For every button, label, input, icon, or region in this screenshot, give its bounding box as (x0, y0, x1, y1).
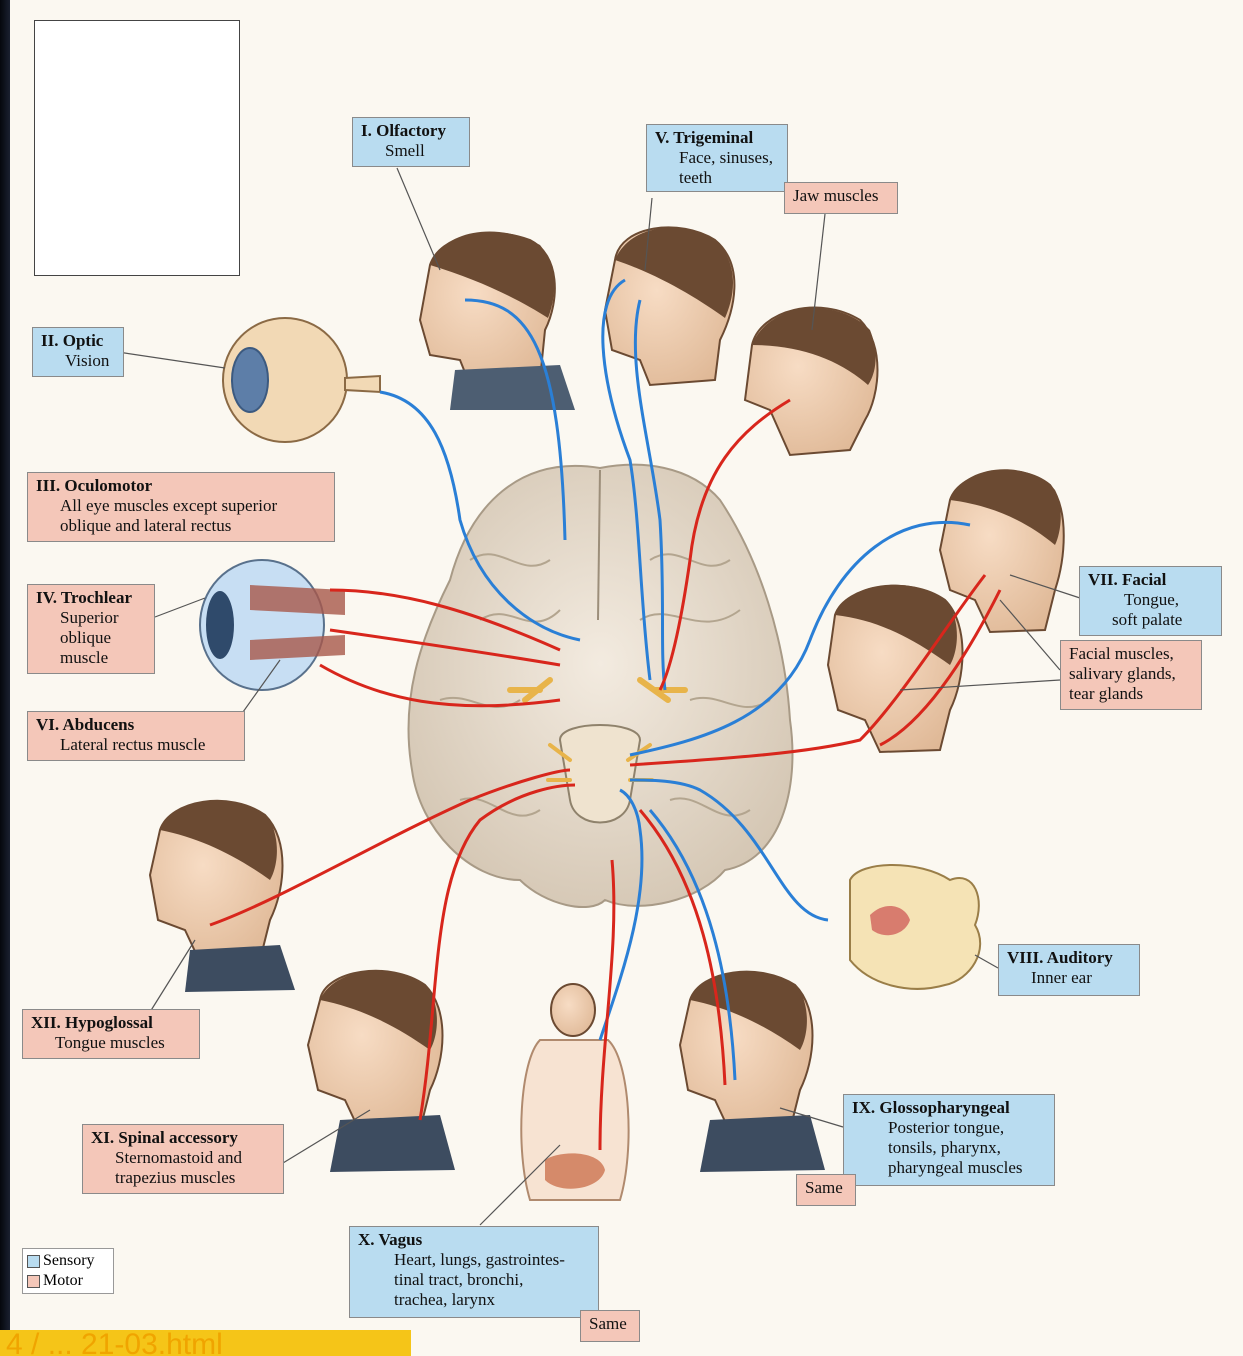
facial-label: VII. Facial Tongue, soft palate (1079, 566, 1222, 636)
olfactory-desc: Smell (361, 141, 461, 161)
trigeminal-desc-1: Face, sinuses, (655, 148, 779, 168)
inset-brain-underside (34, 20, 240, 276)
facial-motor-3: tear glands (1069, 684, 1193, 704)
glossopharyngeal-motor-text: Same (805, 1178, 843, 1197)
facial-motor-label: Facial muscles, salivary glands, tear gl… (1060, 640, 1202, 710)
oculomotor-label: III. Oculomotor All eye muscles except s… (27, 472, 335, 542)
facial-title: VII. Facial (1088, 570, 1213, 590)
facial-head-lower (828, 585, 963, 752)
optic-desc: Vision (41, 351, 115, 371)
trigeminal-head (605, 227, 734, 385)
trochlear-title: IV. Trochlear (36, 588, 146, 608)
trigeminal-desc-2: teeth (655, 168, 779, 188)
vagus-motor-label: Same (580, 1310, 640, 1342)
olfactory-label: I. Olfactory Smell (352, 117, 470, 167)
glossopharyngeal-label: IX. Glossopharyngeal Posterior tongue, t… (843, 1094, 1055, 1186)
trigeminal-title: V. Trigeminal (655, 128, 779, 148)
oculomotor-title: III. Oculomotor (36, 476, 326, 496)
vagus-desc-2: tinal tract, bronchi, (358, 1270, 590, 1290)
auditory-desc: Inner ear (1007, 968, 1131, 988)
vagus-label: X. Vagus Heart, lungs, gastrointes- tina… (349, 1226, 599, 1318)
motor-swatch (27, 1275, 40, 1288)
legend-motor-label: Motor (43, 1271, 83, 1291)
ear-illustration (850, 865, 980, 989)
optic-label: II. Optic Vision (32, 327, 124, 377)
legend-sensory-label: Sensory (43, 1251, 95, 1271)
optic-title: II. Optic (41, 331, 115, 351)
hypoglossal-title: XII. Hypoglossal (31, 1013, 191, 1033)
facial-motor-2: salivary glands, (1069, 664, 1193, 684)
glossopharyngeal-title: IX. Glossopharyngeal (852, 1098, 1046, 1118)
facial-motor-1: Facial muscles, (1069, 644, 1193, 664)
trochlear-desc-3: muscle (36, 648, 146, 668)
legend-motor: Motor (27, 1271, 109, 1291)
olfactory-head (420, 231, 575, 410)
glossopharyngeal-desc-1: Posterior tongue, (852, 1118, 1046, 1138)
abducens-title: VI. Abducens (36, 715, 236, 735)
facial-desc-1: Tongue, (1088, 590, 1213, 610)
facial-desc-2: soft palate (1088, 610, 1213, 630)
vagus-motor-text: Same (589, 1314, 627, 1333)
legend-sensory: Sensory (27, 1251, 109, 1271)
glossopharyngeal-desc-3: pharyngeal muscles (852, 1158, 1046, 1178)
legend: Sensory Motor (22, 1248, 114, 1294)
oculomotor-desc-2: oblique and lateral rectus (36, 516, 326, 536)
vagus-desc-3: trachea, larynx (358, 1290, 590, 1310)
trigeminal-motor-text: Jaw muscles (793, 186, 878, 205)
eye-illustration (223, 318, 380, 442)
auditory-label: VIII. Auditory Inner ear (998, 944, 1140, 996)
abducens-desc: Lateral rectus muscle (36, 735, 236, 755)
trochlear-label: IV. Trochlear Superior oblique muscle (27, 584, 155, 674)
spinal-accessory-label: XI. Spinal accessory Sternomastoid and t… (82, 1124, 284, 1194)
spinal-accessory-desc-2: trapezius muscles (91, 1168, 275, 1188)
abducens-label: VI. Abducens Lateral rectus muscle (27, 711, 245, 761)
glosso-head (680, 971, 825, 1172)
hypoglossal-desc: Tongue muscles (31, 1033, 191, 1053)
trochlear-desc-1: Superior (36, 608, 146, 628)
auditory-title: VIII. Auditory (1007, 948, 1131, 968)
watermark-text: 4 / ... 21-03.html (6, 1330, 223, 1356)
vagus-title: X. Vagus (358, 1230, 590, 1250)
watermark-strip: 4 / ... 21-03.html (0, 1330, 411, 1356)
trochlear-desc-2: oblique (36, 628, 146, 648)
jaw-head (745, 308, 878, 455)
trigeminal-motor-label: Jaw muscles (784, 182, 898, 214)
glossopharyngeal-desc-2: tonsils, pharynx, (852, 1138, 1046, 1158)
hypoglossal-label: XII. Hypoglossal Tongue muscles (22, 1009, 200, 1059)
oculomotor-desc-1: All eye muscles except superior (36, 496, 326, 516)
vagus-desc-1: Heart, lungs, gastrointes- (358, 1250, 590, 1270)
trigeminal-label: V. Trigeminal Face, sinuses, teeth (646, 124, 788, 192)
spinal-accessory-title: XI. Spinal accessory (91, 1128, 275, 1148)
glossopharyngeal-motor-label: Same (796, 1174, 856, 1206)
olfactory-title: I. Olfactory (361, 121, 461, 141)
facial-head-upper (940, 469, 1064, 632)
sensory-swatch (27, 1255, 40, 1268)
spinal-accessory-desc-1: Sternomastoid and (91, 1148, 275, 1168)
